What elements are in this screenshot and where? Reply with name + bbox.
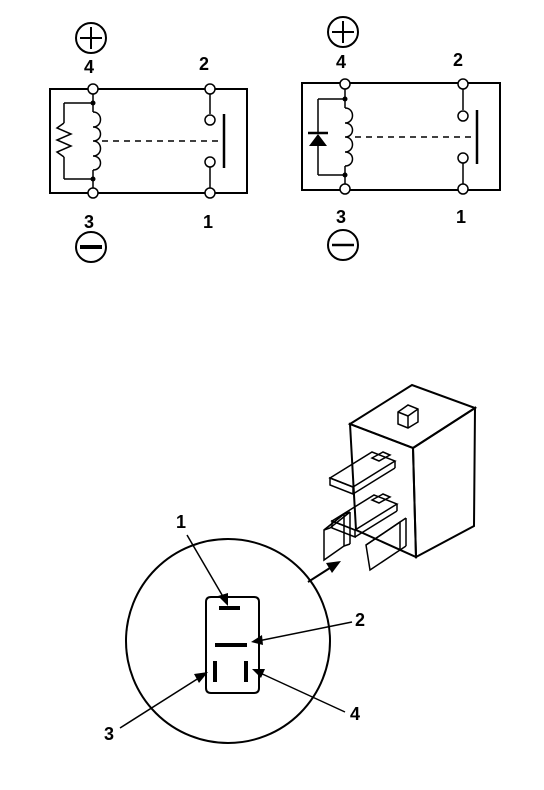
terminal-2 (457, 78, 469, 90)
terminal-1 (457, 183, 469, 195)
callout-label-3: 3 (104, 724, 114, 744)
diode-symbol (308, 131, 328, 146)
connector-face (205, 596, 260, 694)
resistor-symbol (55, 122, 73, 158)
callout-label-1: 1 (176, 512, 186, 532)
relay-top-face (347, 383, 478, 450)
terminal-blade (328, 451, 397, 496)
coil-symbol (344, 107, 354, 167)
terminal-blade (323, 511, 351, 562)
relay-front-face (348, 422, 418, 559)
coil-symbol (92, 111, 102, 171)
relay-housing-outline (49, 88, 248, 194)
schematic-resistor-relay: 4 2 3 1 (49, 22, 248, 263)
terminal-2 (204, 83, 216, 95)
terminal-label-4: 4 (336, 52, 346, 72)
terminal-label-3: 3 (84, 212, 94, 232)
terminal-blade (365, 517, 407, 572)
terminal-label-3: 3 (336, 207, 346, 227)
callout-label-2: 2 (355, 610, 365, 630)
plus-circle-icon (75, 22, 107, 54)
relay-3d-illustration (323, 383, 478, 572)
terminal-4 (87, 83, 99, 95)
terminal-label-2: 2 (453, 50, 463, 70)
terminal-blade (330, 493, 399, 539)
relay-right-face (411, 406, 477, 559)
relay-housing-outline (301, 82, 501, 191)
minus-circle-icon (75, 231, 107, 263)
terminal-label-1: 1 (203, 212, 213, 232)
callout-label-4: 4 (350, 704, 360, 724)
schematic-diode-relay: 4 2 3 1 (301, 16, 501, 261)
terminal-3 (87, 187, 99, 199)
terminal-3 (339, 183, 351, 195)
magnify-arrow-icon (307, 561, 341, 583)
terminal-label-4: 4 (84, 57, 94, 77)
terminal-4 (339, 78, 351, 90)
magnifier-circle (125, 538, 331, 744)
terminal-label-2: 2 (199, 54, 209, 74)
connector-magnified-view: 1 2 3 4 (104, 512, 365, 744)
minus-circle-icon (327, 229, 359, 261)
plus-circle-icon (327, 16, 359, 48)
terminal-label-1: 1 (456, 207, 466, 227)
terminal-1 (204, 187, 216, 199)
